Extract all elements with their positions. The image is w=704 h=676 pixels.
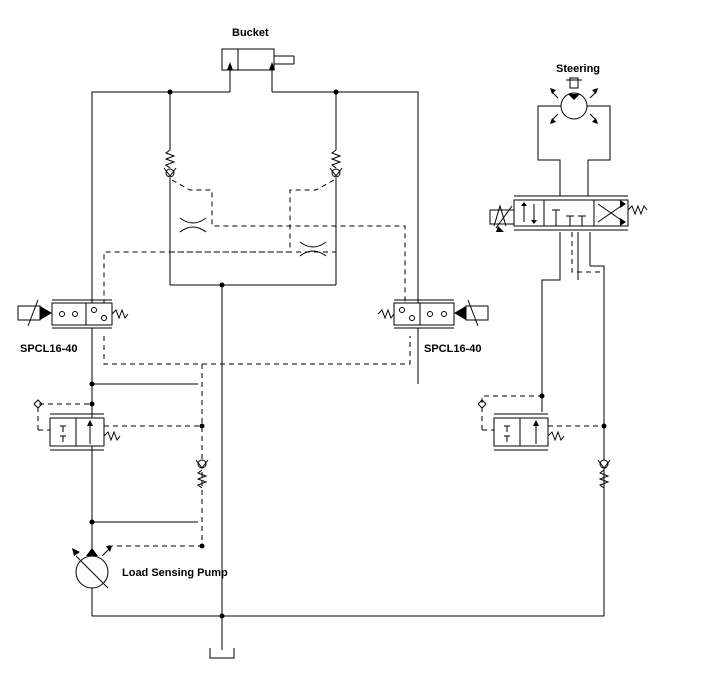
right-priority-valve	[477, 395, 604, 451]
left-spcl-valve	[17, 299, 129, 329]
bucket-circuit-lines	[91, 89, 419, 650]
pump-lines	[89, 265, 605, 619]
load-sensing-pump	[72, 546, 112, 589]
right-spcl-valve	[377, 299, 489, 329]
steering-circuit-lines	[537, 105, 611, 446]
left-valve-label: SPCL16-40	[20, 343, 77, 355]
bucket-pilot-lines	[103, 179, 411, 546]
left-priority-valve	[33, 399, 205, 451]
right-valve-label: SPCL16-40	[424, 343, 481, 355]
left-relief-valve	[195, 459, 209, 489]
steering-directional-valve	[489, 195, 648, 232]
pump-label: Load Sensing Pump	[122, 567, 228, 579]
steering-label: Steering	[556, 63, 600, 75]
steering-motor	[550, 77, 598, 124]
right-relief-valve	[597, 459, 611, 489]
tank-symbol	[209, 648, 235, 659]
bucket-label: Bucket	[232, 27, 269, 39]
right-check-valve	[329, 149, 343, 178]
left-check-valve	[163, 149, 177, 178]
bucket-cylinder	[221, 48, 295, 92]
